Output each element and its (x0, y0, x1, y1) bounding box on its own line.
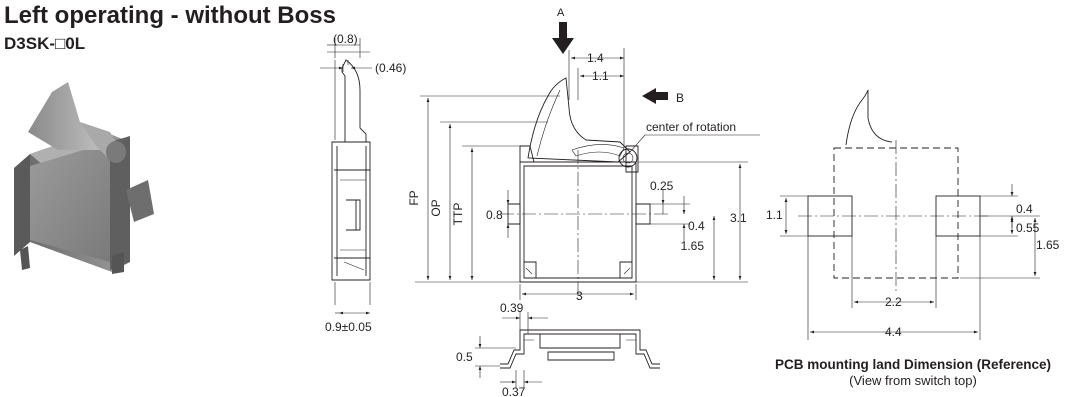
page-title: Left operating - without Boss (4, 2, 336, 29)
side-view (320, 38, 372, 315)
dim-1-1: 1.1 (592, 69, 609, 83)
side-dim-top: (0.8) (333, 32, 358, 46)
model-number: D3SK-□0L (4, 34, 86, 53)
dim-1-4: 1.4 (587, 51, 604, 65)
dim-3-1: 3.1 (730, 211, 747, 225)
product-photo (14, 82, 154, 274)
dim-0-8: 0.8 (486, 208, 503, 222)
dim-0-4: 0.4 (688, 219, 705, 233)
side-dim-top-right: (0.46) (375, 61, 406, 75)
dim-0-37: 0.37 (502, 385, 526, 397)
label-op: OP (429, 199, 443, 216)
dim-1-65: 1.65 (681, 239, 705, 253)
pcb-dim-1-65: 1.65 (1036, 238, 1060, 252)
side-dim-bottom: 0.9±0.05 (325, 320, 372, 334)
dim-0-39: 0.39 (500, 301, 524, 315)
pcb-dim-4-4: 4.4 (885, 325, 902, 339)
pcb-dim-0-4: 0.4 (1016, 202, 1033, 216)
bottom-view (475, 312, 660, 388)
label-ttp: TTP (451, 203, 465, 226)
label-fp: FP (407, 190, 421, 205)
arrow-a-label: A (557, 7, 565, 19)
pcb-dim-0-55: 0.55 (1016, 221, 1040, 235)
center-of-rotation-label: center of rotation (646, 120, 736, 134)
pcb-caption-block: PCB mounting land Dimension (Reference) … (740, 356, 1086, 389)
arrow-b-label: B (676, 91, 684, 105)
dim-0-25: 0.25 (650, 179, 674, 193)
pcb-subcaption: (View from switch top) (849, 373, 977, 388)
dim-0-5: 0.5 (456, 350, 473, 364)
front-view (415, 22, 760, 300)
pcb-land-view (780, 89, 1040, 340)
pcb-dim-2-2: 2.2 (885, 295, 902, 309)
pcb-caption: PCB mounting land Dimension (Reference) (774, 357, 1052, 372)
dim-3: 3 (576, 289, 583, 303)
pcb-dim-1-1: 1.1 (766, 208, 783, 222)
